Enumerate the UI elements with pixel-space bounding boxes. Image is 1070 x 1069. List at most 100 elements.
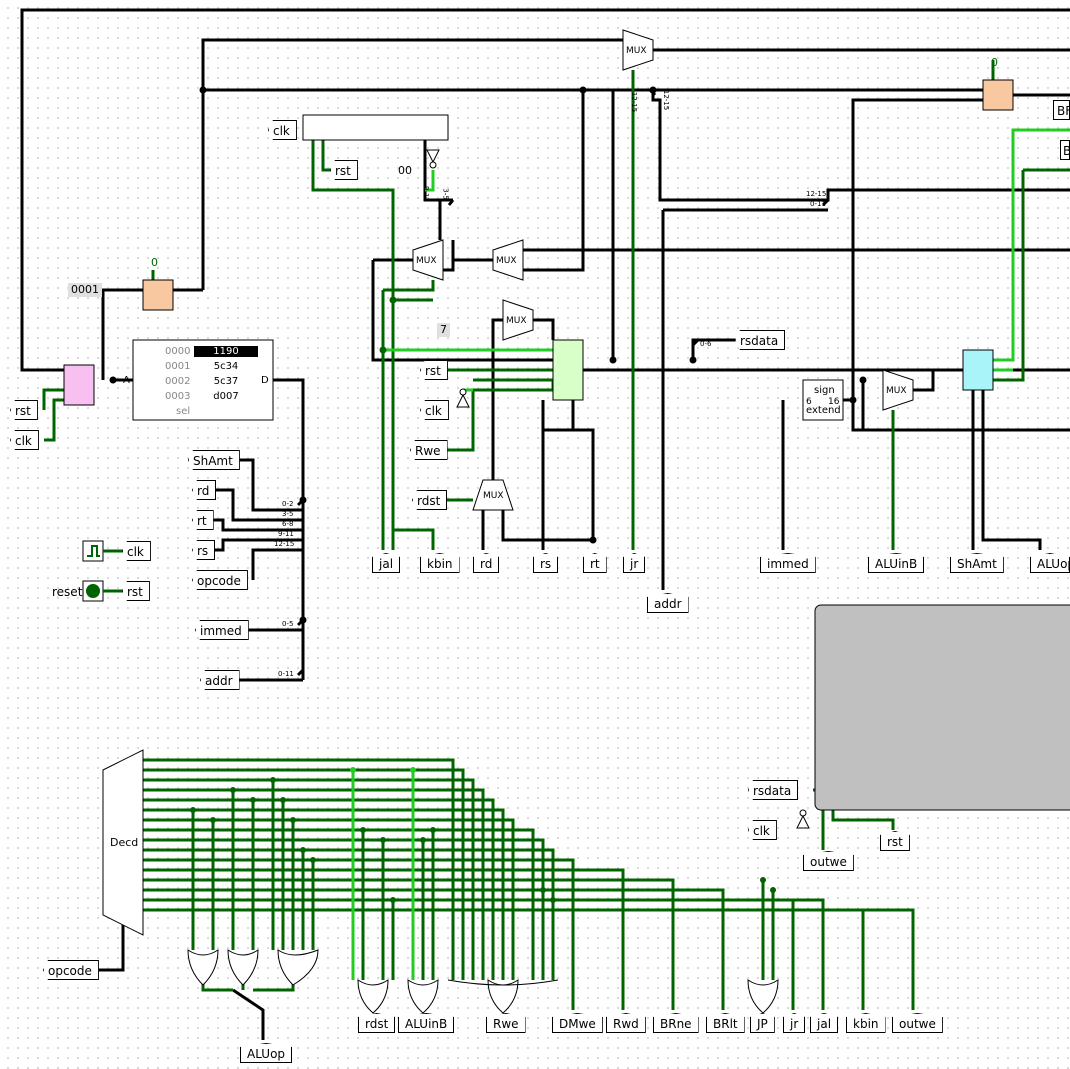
mux-6-label: MUX [483,491,504,501]
const-00: 00 [398,164,412,177]
out-jr: jr [783,1013,806,1033]
mux-1[interactable] [412,239,444,281]
tunnel-rwe-mid: Rwe [410,440,448,460]
mux-6[interactable] [472,479,514,511]
rom-addr-3: 0003 [165,391,191,402]
pin-outwe: outwe [803,851,854,871]
mux-5-label: MUX [886,386,907,396]
program-counter[interactable] [63,364,95,406]
rom-value-3[interactable]: d007 [213,391,239,402]
addr-bits: 0-11 [278,670,294,678]
top-register[interactable] [982,79,1014,111]
not-gate-3-bubble [799,809,807,817]
shift-bits-c: 3-5 [441,188,450,200]
not-gate-2 [456,393,470,408]
mux-1-label: MUX [416,256,437,266]
split-bits-3: 9-11 [278,530,294,538]
pin-kbin: kbin [420,553,460,573]
mux-2[interactable] [492,239,524,281]
out-jal: jal [810,1013,839,1033]
tunnel-immed: immed [195,620,249,640]
out-kbin: kbin [846,1013,886,1033]
reg0-value: 0 [151,256,158,269]
mux-2-label: MUX [496,256,517,266]
out-rwe: Rwe [486,1013,526,1033]
out-rwd: Rwd [606,1013,646,1033]
rom-addr-1: 0001 [165,361,191,372]
tunnel-clk-low: clk [748,820,777,840]
pin-immed: immed [760,553,816,573]
rom-a-label: A [123,375,130,386]
pin-br-top: BF [1053,100,1070,120]
out-brlt: BRlt [706,1013,745,1033]
rom-sel-label: sel [176,406,191,417]
sign-extend-label-1: sign [814,385,835,396]
reset-led [86,584,100,598]
pin-rt: rt [583,553,607,573]
tunnel-clk-mid: clk [420,400,449,420]
rom-addr-0: 0000 [165,346,191,357]
pc-register[interactable] [142,279,174,311]
green-active-junctions [350,767,416,773]
pin-aluop: ALUop [1030,553,1070,573]
out-outwe: outwe [892,1013,943,1033]
splitter-ticks [296,88,830,677]
pin-rd: rd [473,553,500,573]
output-memory[interactable] [814,604,1070,811]
out-dmwe: DMwe [552,1013,603,1033]
rom-addr-2: 0002 [165,376,191,387]
decoder-active-lines [351,770,415,980]
out-rdst: rdst [358,1013,396,1033]
jr-bits: 12-15 [630,91,639,113]
not-gate-3 [796,814,810,829]
reg1-value: 0 [991,56,998,69]
sign-extend-in: 6 [806,397,812,407]
tunnel-clock-clk: clk [122,541,151,561]
pin-jal: jal [372,553,401,573]
immed-bits: 0-5 [282,620,294,628]
pin-addr: addr [647,593,689,613]
pc-init-constant: 0001 [68,283,102,297]
out-jp: JP [750,1013,775,1033]
shift-register[interactable] [302,114,449,141]
mux-3-label: MUX [506,316,527,326]
register-file[interactable] [552,339,584,401]
not-gate-2-bubble [459,388,467,396]
tunnel-clk-top: clk [268,120,297,140]
rom-value-2[interactable]: 5c37 [213,376,239,387]
tunnel-rt: rt [192,510,214,530]
opcode-decoder[interactable] [102,749,144,936]
tunnel-clk: clk [10,430,39,450]
not-gate-1 [426,149,440,164]
pc-bits-b: 0-11 [810,200,826,208]
shift-bits-a: 12-15 [806,190,827,198]
tunnel-addr: addr [200,670,240,690]
tunnel-rsdata-top: rsdata [735,330,786,350]
split-bits-2: 6-8 [282,520,294,528]
bus-wires [20,8,1070,1040]
tunnel-rdst-mid: rdst [412,490,448,510]
rom-value-1[interactable]: 5c34 [213,361,239,372]
tunnel-reset-rst: rst [122,581,150,601]
alu[interactable] [962,349,994,391]
pin-b-top: B [1060,140,1070,160]
tunnel-rst-mid: rst [420,360,448,380]
sign-extend[interactable] [802,379,844,421]
sign-extend-label-2: extend [806,405,841,416]
shift-bits-b: 9-11 [421,186,430,202]
decoder-lines [143,758,915,1010]
tunnel-rst-top: rst [330,160,358,180]
or-gates [187,949,779,1014]
mux-4[interactable] [622,29,654,71]
tunnel-rd: rd [192,480,217,500]
rom-d-label: D [261,375,269,386]
rsdata-bits: 0-6 [700,340,712,348]
tunnel-rst: rst [10,400,38,420]
tunnel-opcode-dec: opcode [43,960,99,980]
out-aluop: ALUop [240,1043,293,1063]
rom-value-0[interactable]: 1190 [194,346,258,357]
mux-5[interactable] [882,369,914,411]
mux-3[interactable] [502,299,534,341]
sign-extend-out: 16 [828,397,840,407]
